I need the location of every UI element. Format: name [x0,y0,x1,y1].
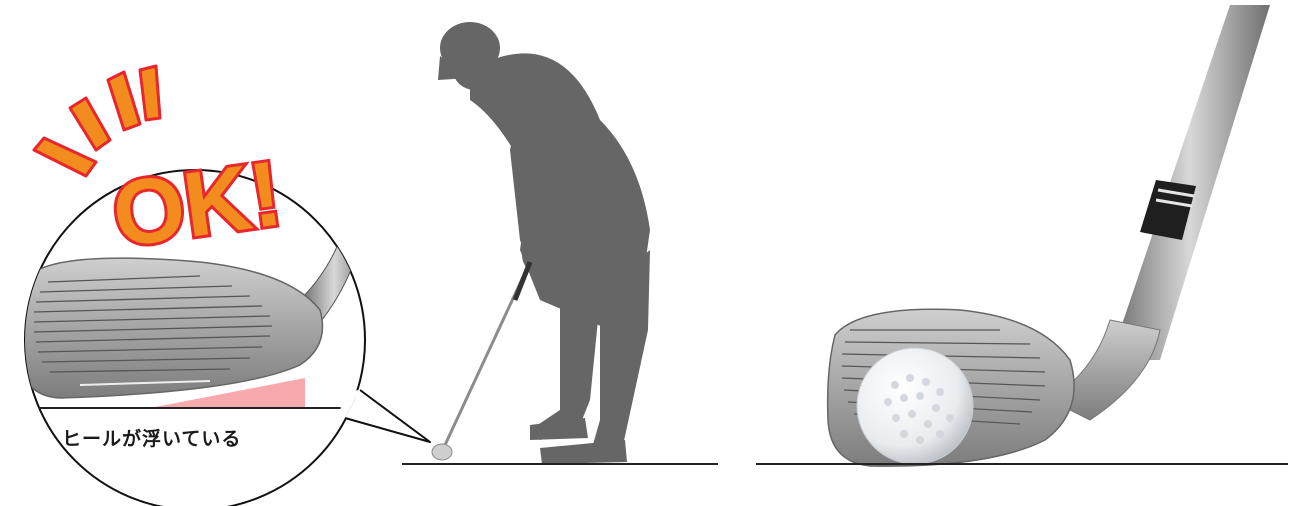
golfer-silhouette-icon [438,22,650,464]
golfer-club [432,262,530,460]
heel-raised-caption: ヒールが浮いている [62,424,322,451]
club-ball-closeup [828,5,1270,466]
golf-ball-icon [857,348,973,464]
